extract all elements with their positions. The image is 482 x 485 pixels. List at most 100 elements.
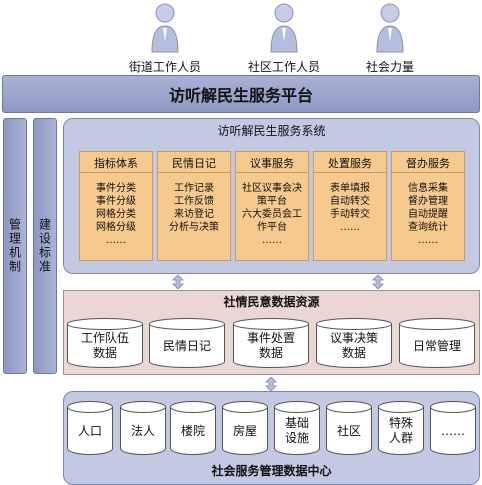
module-item: 督办管理 (408, 196, 448, 207)
database-cylinder: 法人 (120, 401, 166, 455)
module-item: 网格分类 (96, 209, 136, 220)
cylinder-label: 法人 (130, 423, 155, 438)
user-social-force: 社会力量 (345, 0, 435, 80)
cylinder-shape (399, 318, 475, 368)
cylinder-shape (326, 401, 372, 455)
module-item: 六大委员会工 (242, 209, 302, 220)
database-cylinder: 社区 (326, 401, 372, 455)
side-bar-label: 管理机制 (7, 218, 22, 274)
cylinder-shape (67, 318, 143, 368)
cylinder-label: 事件处置 数据 (246, 331, 295, 360)
module-item: 事件分类 (96, 183, 136, 194)
cylinder-shape (274, 401, 320, 455)
double-arrow-icon (172, 275, 184, 289)
module-card: 民情日记工作记录工作反馈来访登记分析与决策 (157, 151, 231, 261)
service-platform-bar: 访听解民生服务平台 (2, 75, 480, 113)
cylinder-shape (222, 401, 268, 455)
person-icon (151, 3, 179, 53)
construction-standard-bar: 建设标准 (33, 118, 57, 374)
module-card: 指标体系事件分类事件分级网格分类网格分级 …… (79, 151, 153, 261)
module-item: 社区议事会决 (242, 183, 302, 194)
platform-title: 访听解民生服务平台 (168, 86, 313, 105)
module-item: 作平台 (257, 222, 287, 233)
system-title: 访听解民生服务系统 (217, 124, 326, 138)
cylinder-shape (170, 401, 216, 455)
database-cylinder: 工作队伍 数据 (67, 318, 143, 368)
database-cylinder: 楼院 (170, 401, 216, 455)
cylinder-label: 民情日记 (162, 338, 211, 353)
double-arrow-icon (265, 377, 277, 391)
cylinder-shape (120, 401, 166, 455)
module-divider (158, 172, 230, 173)
module-title: 督办服务 (406, 157, 450, 170)
person-icon (376, 3, 404, 53)
module-title: 民情日记 (172, 157, 216, 170)
user-label: 社会力量 (365, 60, 414, 74)
cylinder-label: 基础 设施 (284, 416, 309, 445)
module-item: 自动转交 (330, 196, 370, 207)
module-item: 工作记录 (174, 183, 214, 194)
module-items: 社区议事会决策平台六大委员会工作平台 …… (236, 182, 308, 247)
cylinder-label: …… (441, 423, 465, 438)
cylinder-shape (149, 318, 225, 368)
user-community-staff: 社区工作人员 (239, 0, 329, 80)
module-title: 议事服务 (250, 157, 294, 170)
cylinder-label: 楼院 (180, 423, 205, 438)
cylinder-label: 社区 (336, 423, 361, 438)
module-items: 信息采集督办管理自动提醒查询统计 …… (392, 182, 464, 247)
module-item: 表单填报 (330, 183, 370, 194)
module-title: 处置服务 (328, 157, 372, 170)
management-mechanism-bar: 管理机制 (3, 118, 27, 374)
module-item: …… (418, 235, 438, 246)
user-street-staff: 街道工作人员 (120, 0, 210, 80)
module-divider (80, 172, 152, 173)
side-bar-label: 建设标准 (37, 218, 52, 274)
module-item: 事件分级 (96, 196, 136, 207)
module-items: 事件分类事件分级网格分类网格分级 …… (80, 182, 152, 247)
database-cylinder: 日常管理 (399, 318, 475, 368)
center-title: 社会服务管理数据中心 (211, 464, 332, 478)
database-cylinder: 特殊 人群 (378, 401, 424, 455)
database-cylinder: …… (430, 401, 476, 455)
resources-title: 社情民意数据资源 (223, 295, 320, 309)
cylinder-label: 议事决策 数据 (329, 331, 378, 360)
module-item: 手动转交 (330, 209, 370, 220)
module-divider (314, 172, 386, 173)
cylinder-shape (233, 318, 309, 368)
module-item: 网格分级 (96, 222, 136, 233)
cylinder-label: 房屋 (232, 423, 257, 438)
module-item: …… (340, 222, 360, 233)
user-label: 街道工作人员 (128, 60, 201, 74)
cylinder-shape (430, 401, 476, 455)
database-cylinder: 民情日记 (149, 318, 225, 368)
double-arrow-icon (372, 275, 384, 289)
cylinder-label: 人口 (77, 423, 102, 438)
module-item: 查询统计 (408, 222, 448, 233)
database-cylinder: 房屋 (222, 401, 268, 455)
module-items: 工作记录工作反馈来访登记分析与决策 (158, 182, 230, 234)
module-card: 处置服务表单填报自动转交手动转交 …… (313, 151, 387, 261)
module-item: …… (262, 235, 282, 246)
module-item: …… (106, 235, 126, 246)
module-item: 策平台 (257, 196, 287, 207)
cylinder-shape (67, 401, 113, 455)
database-cylinder: 基础 设施 (274, 401, 320, 455)
module-title: 指标体系 (94, 157, 138, 170)
database-cylinder: 议事决策 数据 (316, 318, 392, 368)
person-icon (270, 3, 298, 53)
cylinder-label: 特殊 人群 (388, 416, 413, 445)
module-item: 分析与决策 (169, 222, 219, 233)
database-cylinder: 人口 (67, 401, 113, 455)
cylinder-label: 日常管理 (412, 338, 461, 353)
module-items: 表单填报自动转交手动转交 …… (314, 182, 386, 234)
module-card: 议事服务社区议事会决策平台六大委员会工作平台 …… (235, 151, 309, 261)
module-item: 信息采集 (408, 183, 448, 194)
module-divider (392, 172, 464, 173)
module-item: 来访登记 (174, 209, 214, 220)
module-item: 自动提醒 (408, 209, 448, 220)
module-item: 工作反馈 (174, 196, 214, 207)
module-card: 督办服务信息采集督办管理自动提醒查询统计 …… (391, 151, 465, 261)
user-label: 社区工作人员 (247, 60, 320, 74)
cylinder-label: 工作队伍 数据 (80, 331, 129, 360)
module-divider (236, 172, 308, 173)
